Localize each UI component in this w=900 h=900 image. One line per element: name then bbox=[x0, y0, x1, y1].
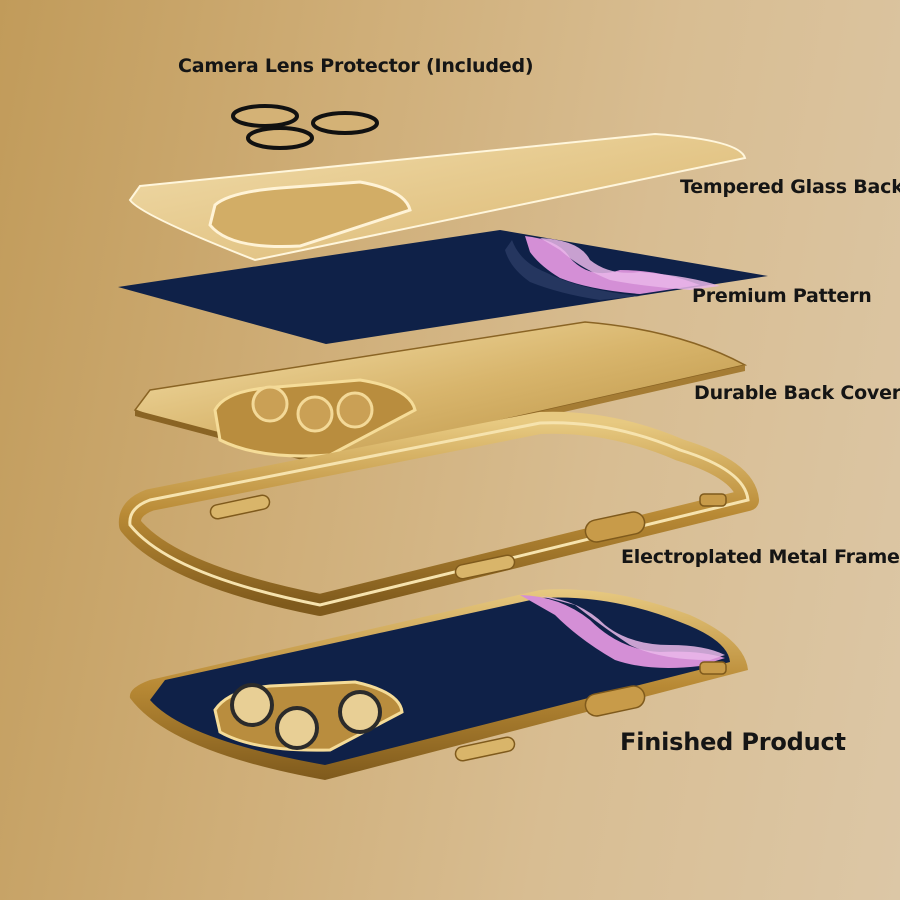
tempered-glass-back bbox=[128, 132, 747, 262]
camera-module bbox=[213, 378, 417, 458]
durable-back-cover bbox=[133, 321, 748, 466]
electroplated-metal-frame bbox=[118, 411, 759, 616]
label-electroplated-metal-frame: Electroplated Metal Frame bbox=[621, 546, 900, 568]
label-camera-lens-protector: Camera Lens Protector (Included) bbox=[178, 55, 534, 77]
finished-product bbox=[129, 589, 749, 780]
lens-ring bbox=[231, 104, 299, 128]
camera-module bbox=[213, 680, 404, 752]
label-finished-product: Finished Product bbox=[620, 728, 846, 756]
camera-lens-protector bbox=[231, 104, 379, 150]
label-durable-back-cover: Durable Back Cover bbox=[694, 382, 900, 404]
label-premium-pattern: Premium Pattern bbox=[692, 285, 872, 307]
label-tempered-glass-back: Tempered Glass Back bbox=[680, 176, 900, 198]
lens-ring bbox=[246, 126, 314, 150]
lens-ring bbox=[311, 111, 379, 135]
premium-pattern bbox=[118, 230, 768, 344]
